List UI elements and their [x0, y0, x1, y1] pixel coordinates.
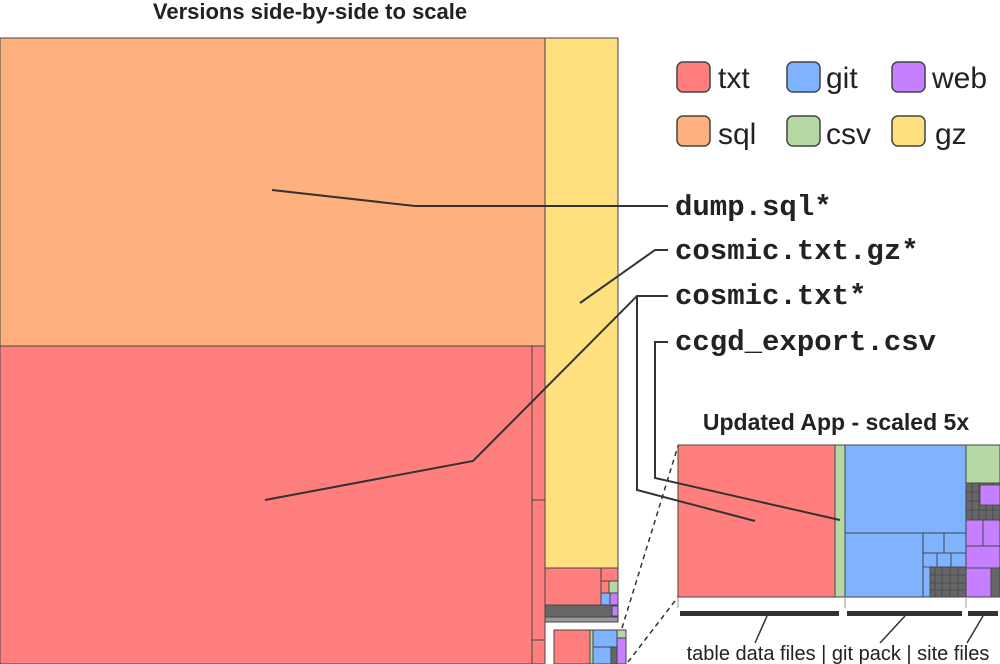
legend-label-csv: csv	[826, 118, 871, 151]
main-small-web-block	[609, 592, 619, 606]
updated-app-thumbnail	[553, 629, 627, 664]
category-brackets	[677, 597, 998, 644]
main-other-block	[544, 604, 619, 618]
main-treemap	[0, 37, 619, 664]
label-ccgd-csv: ccgd_export.csv	[675, 326, 936, 359]
legend-label-gz: gz	[935, 118, 967, 151]
inset-detail	[922, 482, 1000, 598]
main-small-git-block	[600, 592, 611, 606]
thumb-txt-block	[553, 629, 591, 664]
legend-swatch-txt	[676, 61, 711, 93]
main-other-block-2	[544, 616, 619, 623]
leader-dump-sql	[271, 189, 668, 207]
bracket-site-files	[968, 611, 998, 616]
zoom-connectors	[621, 445, 679, 663]
leader-cosmic-txt	[264, 295, 668, 501]
legend-label-sql: sql	[718, 118, 756, 151]
inset-git-block	[844, 444, 967, 534]
inset-csv-block-2	[965, 444, 1000, 484]
main-title: Versions side-by-side to scale	[153, 0, 467, 24]
inset-git-block-2	[844, 532, 924, 598]
inset-txt-block	[677, 444, 836, 598]
bracket-table-data	[680, 611, 839, 616]
bracket-caption: table data files | git pack | site files	[687, 643, 990, 664]
legend: txt git web sql csv gz	[676, 61, 987, 151]
main-small-txt-block-2	[600, 567, 619, 582]
main-small-txt-block	[544, 567, 602, 606]
label-dump-sql: dump.sql*	[675, 191, 832, 224]
legend-swatch-web	[891, 61, 926, 93]
leader-cosmic-txt-inset	[636, 296, 756, 522]
inset-title: Updated App - scaled 5x	[703, 409, 969, 435]
main-small-csv-block	[608, 580, 619, 594]
dump-sql-block	[0, 37, 546, 347]
bracket-git-pack	[847, 611, 962, 616]
legend-label-web: web	[931, 62, 987, 95]
leader-cosmic-gz	[579, 249, 668, 304]
thumb-web-block	[616, 637, 627, 664]
leader-ccgd-csv	[654, 341, 841, 521]
inset-treemap	[677, 444, 1000, 598]
thumb-git-block	[592, 629, 618, 648]
label-cosmic-txt: cosmic.txt*	[675, 280, 866, 313]
label-cosmic-gz: cosmic.txt.gz*	[675, 235, 919, 268]
legend-label-txt: txt	[718, 62, 750, 95]
leader-lines	[264, 189, 841, 522]
legend-label-git: git	[826, 62, 858, 95]
legend-swatch-git	[786, 61, 821, 93]
cosmic-txt-block	[0, 345, 533, 664]
legend-swatch-sql	[676, 115, 711, 147]
legend-swatch-gz	[891, 115, 926, 147]
legend-swatch-csv	[786, 115, 821, 147]
inset-csv-block	[834, 444, 846, 598]
